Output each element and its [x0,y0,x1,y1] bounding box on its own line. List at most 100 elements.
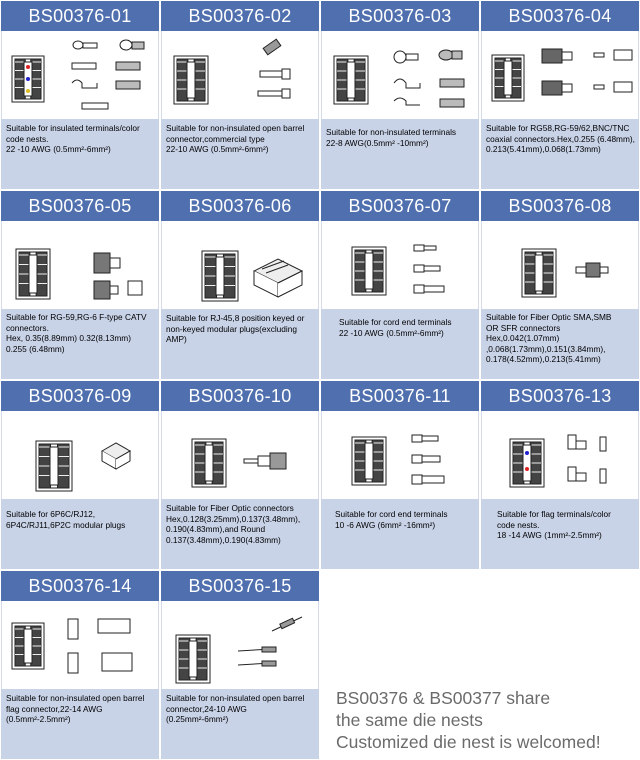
description-line: (0.5mm²-2.5mm²) [6,714,71,725]
description-line: Suitable for non-insulated open barrel [166,693,305,703]
flag-connector-icons [67,618,133,674]
fiber-connector-icon [243,452,287,470]
description-line: Suitable for non-insulated open barrel [166,123,305,133]
die-nest-code: BS00376-08 [481,191,639,221]
die-nest-image [321,31,479,119]
description-line: 22 -10 AWG (0.5mm²-6mm²) [339,327,444,338]
die-nest-code: BS00376-09 [1,381,159,411]
die-nest-illustration [351,434,445,486]
description-line: Hex,0.128(3.25mm),0.137(3.48mm), [166,513,301,524]
description-line: 0.137(3.48mm),0.190(4.83mm) [166,534,281,545]
die-nest-image [161,601,319,689]
die-nest-drawing [191,438,227,488]
description-line: Hex, 0.35(8.89mm) 0.32(8.13mm) [6,333,131,344]
die-nest-image [321,221,479,309]
die-nest-card: BS00376-02 Suitable for non-insulated op… [161,1,319,189]
die-nest-illustration [201,250,304,302]
die-nest-illustration [173,38,291,105]
die-nest-drawing [173,55,209,105]
description-line: Suitable for non-insulated terminals [326,127,457,137]
die-nest-drawing [201,250,239,302]
die-nest-illustration [11,39,145,110]
die-nest-card: BS00376-01 Suitable for insulated termin… [1,1,159,189]
die-nest-drawing [351,246,387,296]
die-nest-image [1,411,159,499]
description-line: Suitable for non-insulated open barrel [6,693,145,703]
die-nest-code: BS00376-11 [321,381,479,411]
die-nest-image [1,601,159,689]
die-nest-card: BS00376-07 Suitable for cord end termina… [321,191,479,379]
description-line: OR SFR connectors Hex,0.042(1.07mm) [486,322,561,344]
description-line: Suitable for cord end terminals [335,509,448,519]
description-line: code nests. [6,133,49,144]
die-nest-code: BS00376-04 [481,1,639,31]
die-nest-drawing [35,440,73,492]
terminal-icons [257,38,291,99]
note-line-1: BS00376 & BS00377 share [336,688,551,708]
description-line: Suitable for 6P6C/RJ12, [6,509,96,519]
shared-die-nest-note: BS00376 & BS00377 share the same die nes… [336,688,636,754]
description-line: Suitable for Fiber Optic connectors [166,503,294,513]
die-nest-code: BS00376-03 [321,1,479,31]
die-nest-image [481,31,639,119]
die-nest-code: BS00376-02 [161,1,319,31]
description-line: connector,24-10 AWG [166,703,247,714]
description-line: 0.213(5.41mm),0.068(1.73mm) [486,144,601,155]
die-nest-card: BS00376-11 Suitable for cord end termina… [321,381,479,569]
die-nest-image [161,411,319,499]
die-nest-drawing [175,634,211,684]
description-line: Suitable for RG-59,RG-6 F-type CATV [6,312,147,322]
die-nest-card: BS00376-15 Suitable for non-insulated op… [161,571,319,759]
die-nest-description: Suitable for 6P6C/RJ12,6P4C/RJ11,6P2C mo… [1,499,159,569]
description-line: (0.25mm²-6mm²) [166,714,229,725]
barrel-connector-icons [237,616,303,667]
die-nest-code: BS00376-15 [161,571,319,601]
die-nest-code: BS00376-13 [481,381,639,411]
sma-connector-icon [575,262,609,278]
description-line: non-keyed modular plugs(excluding [166,323,297,334]
die-nest-illustration [351,244,445,296]
terminal-icons [393,49,465,108]
note-line-3: Customized die nest is welcomed! [336,731,601,752]
die-nest-image [481,221,639,309]
description-line: Suitable for RJ-45,8 position keyed or [166,313,305,323]
die-nest-card: BS00376-14 Suitable for non-insulated op… [1,571,159,759]
description-line: Suitable for cord end terminals [339,317,452,327]
die-nest-code: BS00376-10 [161,381,319,411]
die-nest-image [161,221,319,309]
die-nest-drawing [521,248,557,298]
note-line-2: the same die nests [336,709,483,730]
die-nest-drawing [11,622,45,670]
description-line: code nests. [497,519,540,530]
cord-end-icons [411,434,445,485]
description-line: Suitable for RG58,RG-59/62,BNC/TNC [486,123,630,133]
flag-terminal-icons [567,434,607,484]
die-nest-image [481,411,639,499]
die-nest-drawing [15,248,51,300]
die-nest-code: BS00376-05 [1,191,159,221]
die-nest-illustration [191,438,287,488]
rj12-plug-icon [100,442,132,470]
description-line: 0.178(4.52mm),0.213(5.41mm) [486,354,601,365]
description-line: flag connector,22-14 AWG [6,703,103,714]
description-line: 22-8 AWG(0.5mm² -10mm²) [326,137,429,148]
die-nest-illustration [15,248,143,300]
description-line: connector,commercial type [166,133,265,144]
die-nest-drawing [351,436,387,486]
die-nest-illustration [11,618,133,674]
die-nest-code: BS00376-06 [161,191,319,221]
description-line: AMP) [166,334,187,345]
die-nest-card: BS00376-13 Suitable for flag terminals/c… [481,381,639,569]
